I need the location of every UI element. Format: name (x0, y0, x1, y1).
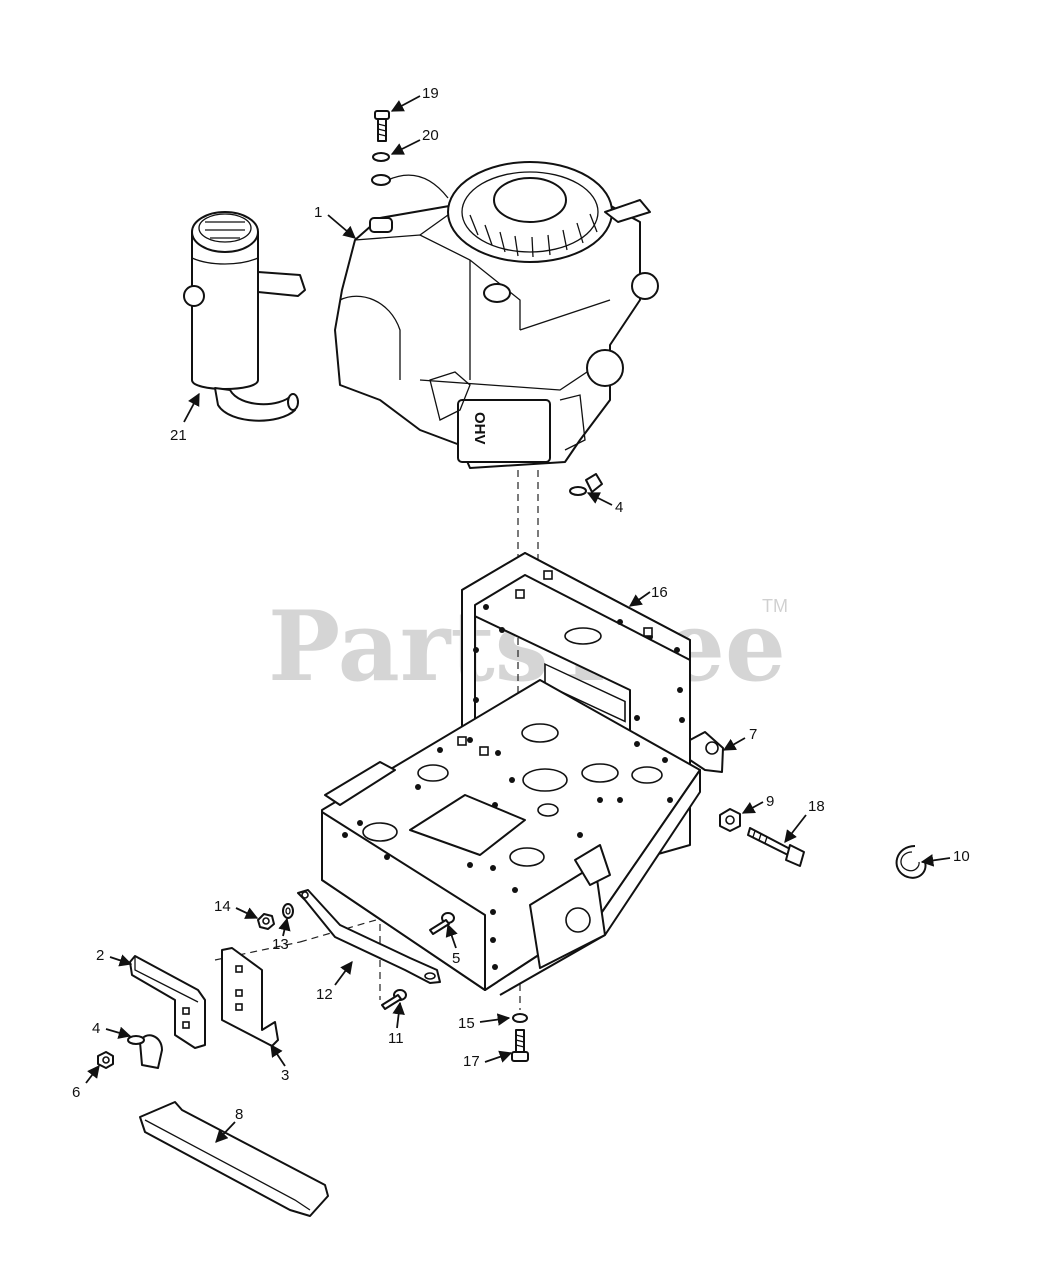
watermark-trademark: TM (762, 596, 788, 616)
callout-label: 4 (615, 499, 623, 516)
callout-label: 17 (463, 1053, 480, 1070)
callout-label: 4 (92, 1020, 100, 1037)
callout-label: 1 (314, 204, 322, 221)
callout-label: 11 (388, 1030, 404, 1047)
callout-label: 15 (458, 1015, 475, 1032)
strap-part-12 (297, 889, 441, 984)
callout-20: 20 (390, 127, 439, 155)
muffler-part-21 (183, 211, 306, 422)
callout-3: 3 (270, 1043, 289, 1084)
callouts: 19 20 1 21 4 16 7 9 (72, 85, 970, 1143)
callout-label: 16 (651, 584, 668, 601)
callout-2: 2 (96, 947, 133, 967)
callout-label: 12 (316, 986, 333, 1003)
callout-11: 11 (388, 1001, 405, 1047)
callout-8: 8 (215, 1106, 243, 1143)
clamp-part-4-lower (127, 1034, 163, 1069)
callout-21: 21 (170, 392, 200, 444)
nut-part-9 (719, 808, 741, 832)
callout-18: 18 (784, 798, 825, 843)
callout-17: 17 (463, 1050, 513, 1070)
engine-badge: OHV (471, 412, 488, 445)
callout-label: 3 (281, 1067, 289, 1084)
callout-label: 18 (808, 798, 825, 815)
callout-label: 5 (452, 950, 460, 967)
callout-12: 12 (316, 960, 353, 1003)
callout-label: 6 (72, 1084, 80, 1101)
bolt-part-18 (747, 827, 805, 867)
washer-part-13 (282, 903, 294, 919)
washer-part-20 (371, 152, 391, 186)
screw-part-11 (381, 989, 407, 1010)
callout-label: 20 (422, 127, 439, 144)
callout-label: 19 (422, 85, 439, 102)
bolt-part-17 (511, 1029, 529, 1062)
bracket-part-3 (221, 947, 279, 1047)
callout-1: 1 (314, 204, 356, 239)
callout-7: 7 (722, 726, 757, 751)
callout-9: 9 (741, 793, 774, 814)
callout-label: 13 (272, 936, 289, 953)
bolt-part-19 (374, 110, 390, 142)
washer-part-15 (512, 1013, 528, 1023)
callout-10: 10 (920, 848, 970, 867)
callout-15: 15 (458, 1013, 511, 1032)
callout-label: 14 (214, 898, 231, 915)
callout-label: 9 (766, 793, 774, 810)
callout-4-lower: 4 (92, 1020, 132, 1039)
screw-part-5 (429, 912, 455, 935)
callout-13: 13 (272, 917, 291, 953)
nut-part-14 (257, 913, 275, 930)
nut-part-6 (97, 1051, 114, 1069)
callout-label: 7 (749, 726, 757, 743)
callout-4-upper: 4 (586, 492, 623, 516)
engine-part-1: OHV (334, 161, 659, 469)
ground-wire (387, 174, 449, 199)
bracket-part-7 (689, 731, 724, 773)
callout-5: 5 (445, 923, 460, 967)
callout-19: 19 (390, 85, 439, 112)
plate-part-2 (129, 955, 206, 1049)
snap-ring-part-10 (895, 845, 927, 879)
callout-label: 10 (953, 848, 970, 865)
callout-label: 8 (235, 1106, 243, 1123)
frame-mount-dots (342, 604, 685, 970)
skid-bar-part-8 (139, 1101, 329, 1217)
callout-14: 14 (214, 898, 259, 919)
frame-part-16 (321, 552, 701, 996)
callout-16: 16 (628, 584, 668, 607)
clamp-part-4-upper (569, 473, 603, 496)
callout-6: 6 (72, 1064, 100, 1101)
callout-label: 2 (96, 947, 104, 964)
callout-label: 21 (170, 427, 187, 444)
